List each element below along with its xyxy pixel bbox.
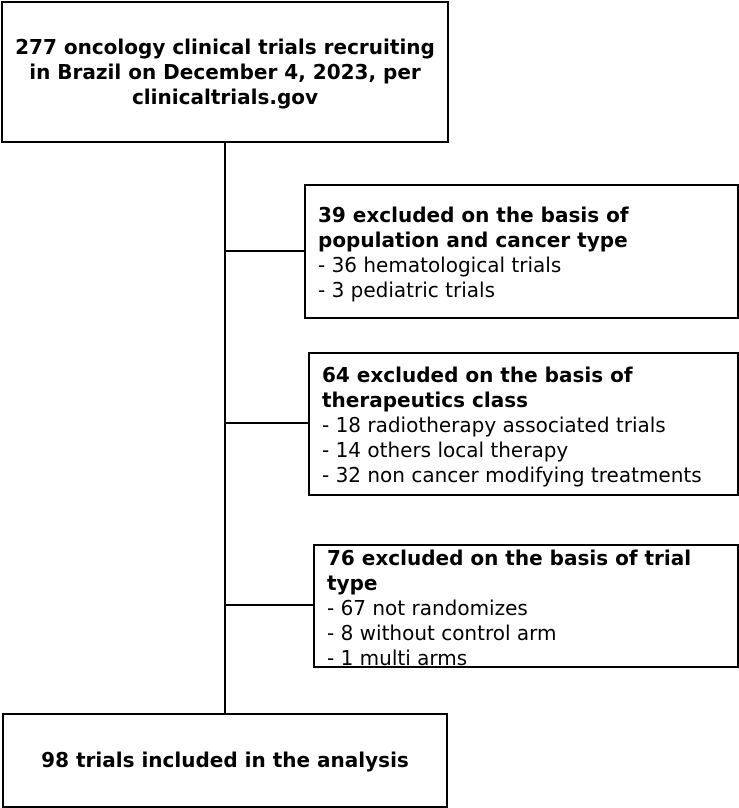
exclusion-item: - 67 not randomizes	[327, 596, 528, 620]
start-box: 277 oncology clinical trials recruiting …	[1, 1, 449, 143]
start-line-1: 277 oncology clinical trials recruiting	[15, 34, 435, 59]
exclusion-item: - 3 pediatric trials	[318, 278, 495, 302]
exclusion-item: - 8 without control arm	[327, 621, 557, 645]
exclusion-item: - 36 hematological trials	[318, 253, 562, 277]
exclusion-item: - 32 non cancer modifying treatments	[322, 463, 702, 487]
exclusion-box-population: 39 excluded on the basis of population a…	[304, 184, 739, 319]
start-line-2: in Brazil on December 4, 2023, per	[29, 59, 421, 84]
exclusion-heading: type	[327, 571, 378, 595]
start-line-3: clinicaltrials.gov	[131, 84, 319, 109]
exclusion-box-therapeutics: 64 excluded on the basis of therapeutics…	[308, 352, 739, 496]
exclusion-heading: 76 excluded on the basis of trial	[327, 546, 692, 570]
exclusion-heading: population and cancer type	[318, 228, 628, 252]
exclusion-heading: therapeutics class	[322, 388, 528, 412]
exclusion-item: - 14 others local therapy	[322, 438, 569, 462]
result-label: 98 trials included in the analysis	[41, 748, 409, 772]
start-box-title: 277 oncology clinical trials recruiting …	[3, 35, 447, 110]
exclusion-box-trial-type: 76 excluded on the basis of trial type -…	[313, 544, 739, 670]
result-box: 98 trials included in the analysis	[2, 713, 448, 808]
exclusion-heading: 64 excluded on the basis of	[322, 363, 633, 387]
exclusion-heading: 39 excluded on the basis of	[318, 203, 629, 227]
exclusion-item: - 1 multi arms	[327, 646, 468, 670]
exclusion-item: - 18 radiotherapy associated trials	[322, 413, 666, 437]
